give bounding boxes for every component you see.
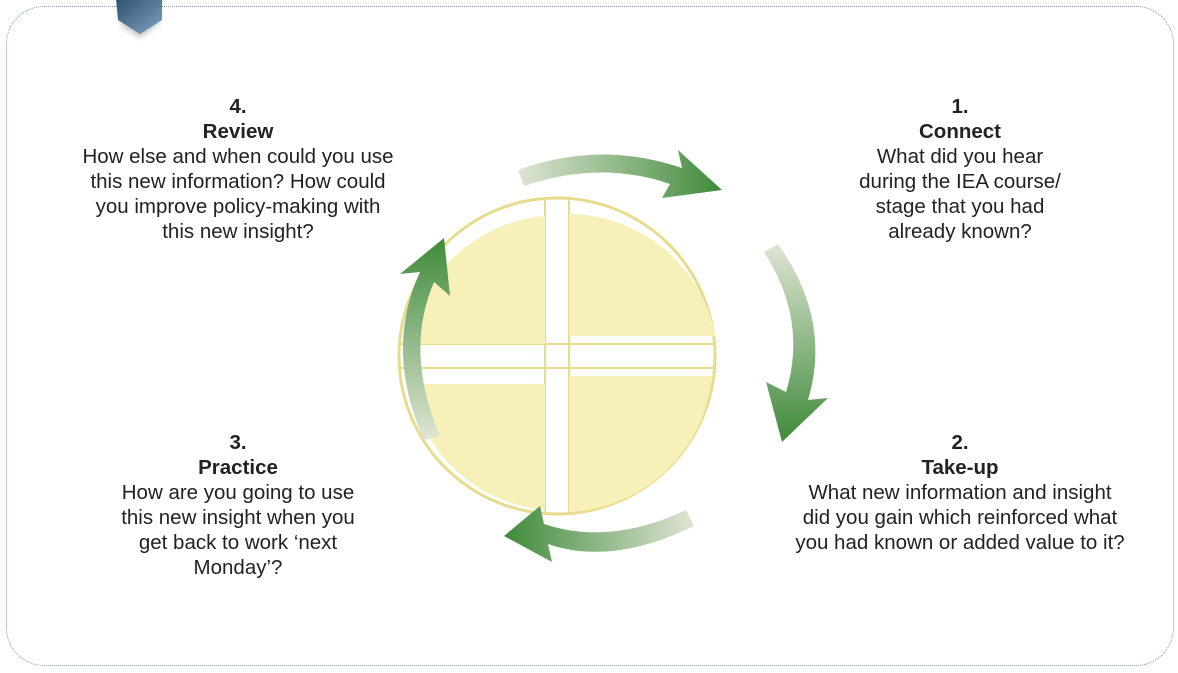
- step-number: 1.: [951, 95, 969, 118]
- step-title: Practice: [198, 456, 278, 479]
- quadrant-top-right: [569, 214, 715, 336]
- step-practice: 3. Practice How are you going to use thi…: [48, 430, 428, 580]
- step-title: Take-up: [921, 456, 999, 479]
- step-connect: 1. Connect What did you hear during the …: [750, 94, 1170, 244]
- step-description: What new information and insight did you…: [795, 481, 1125, 554]
- quadrant-top-left: [409, 216, 545, 344]
- step-takeup: 2. Take-up What new information and insi…: [750, 430, 1170, 555]
- step-review: 4. Review How else and when could you us…: [48, 94, 428, 244]
- step-title: Connect: [919, 120, 1001, 143]
- diagram-frame: [6, 6, 1174, 666]
- step-description: How are you going to use this new insigh…: [121, 481, 355, 579]
- quadrant-bottom-left: [410, 384, 545, 510]
- quadrant-bottom-right: [569, 376, 712, 512]
- step-number: 3.: [229, 431, 247, 454]
- step-title: Review: [202, 120, 274, 143]
- step-number: 4.: [229, 95, 247, 118]
- step-description: How else and when could you use this new…: [82, 145, 394, 243]
- step-number: 2.: [951, 431, 969, 454]
- cycle-arrow-icon: [400, 150, 828, 562]
- corner-tab-icon: [116, 0, 162, 38]
- quartered-circle-icon: [397, 196, 717, 516]
- step-description: What did you hear during the IEA course/…: [859, 145, 1061, 243]
